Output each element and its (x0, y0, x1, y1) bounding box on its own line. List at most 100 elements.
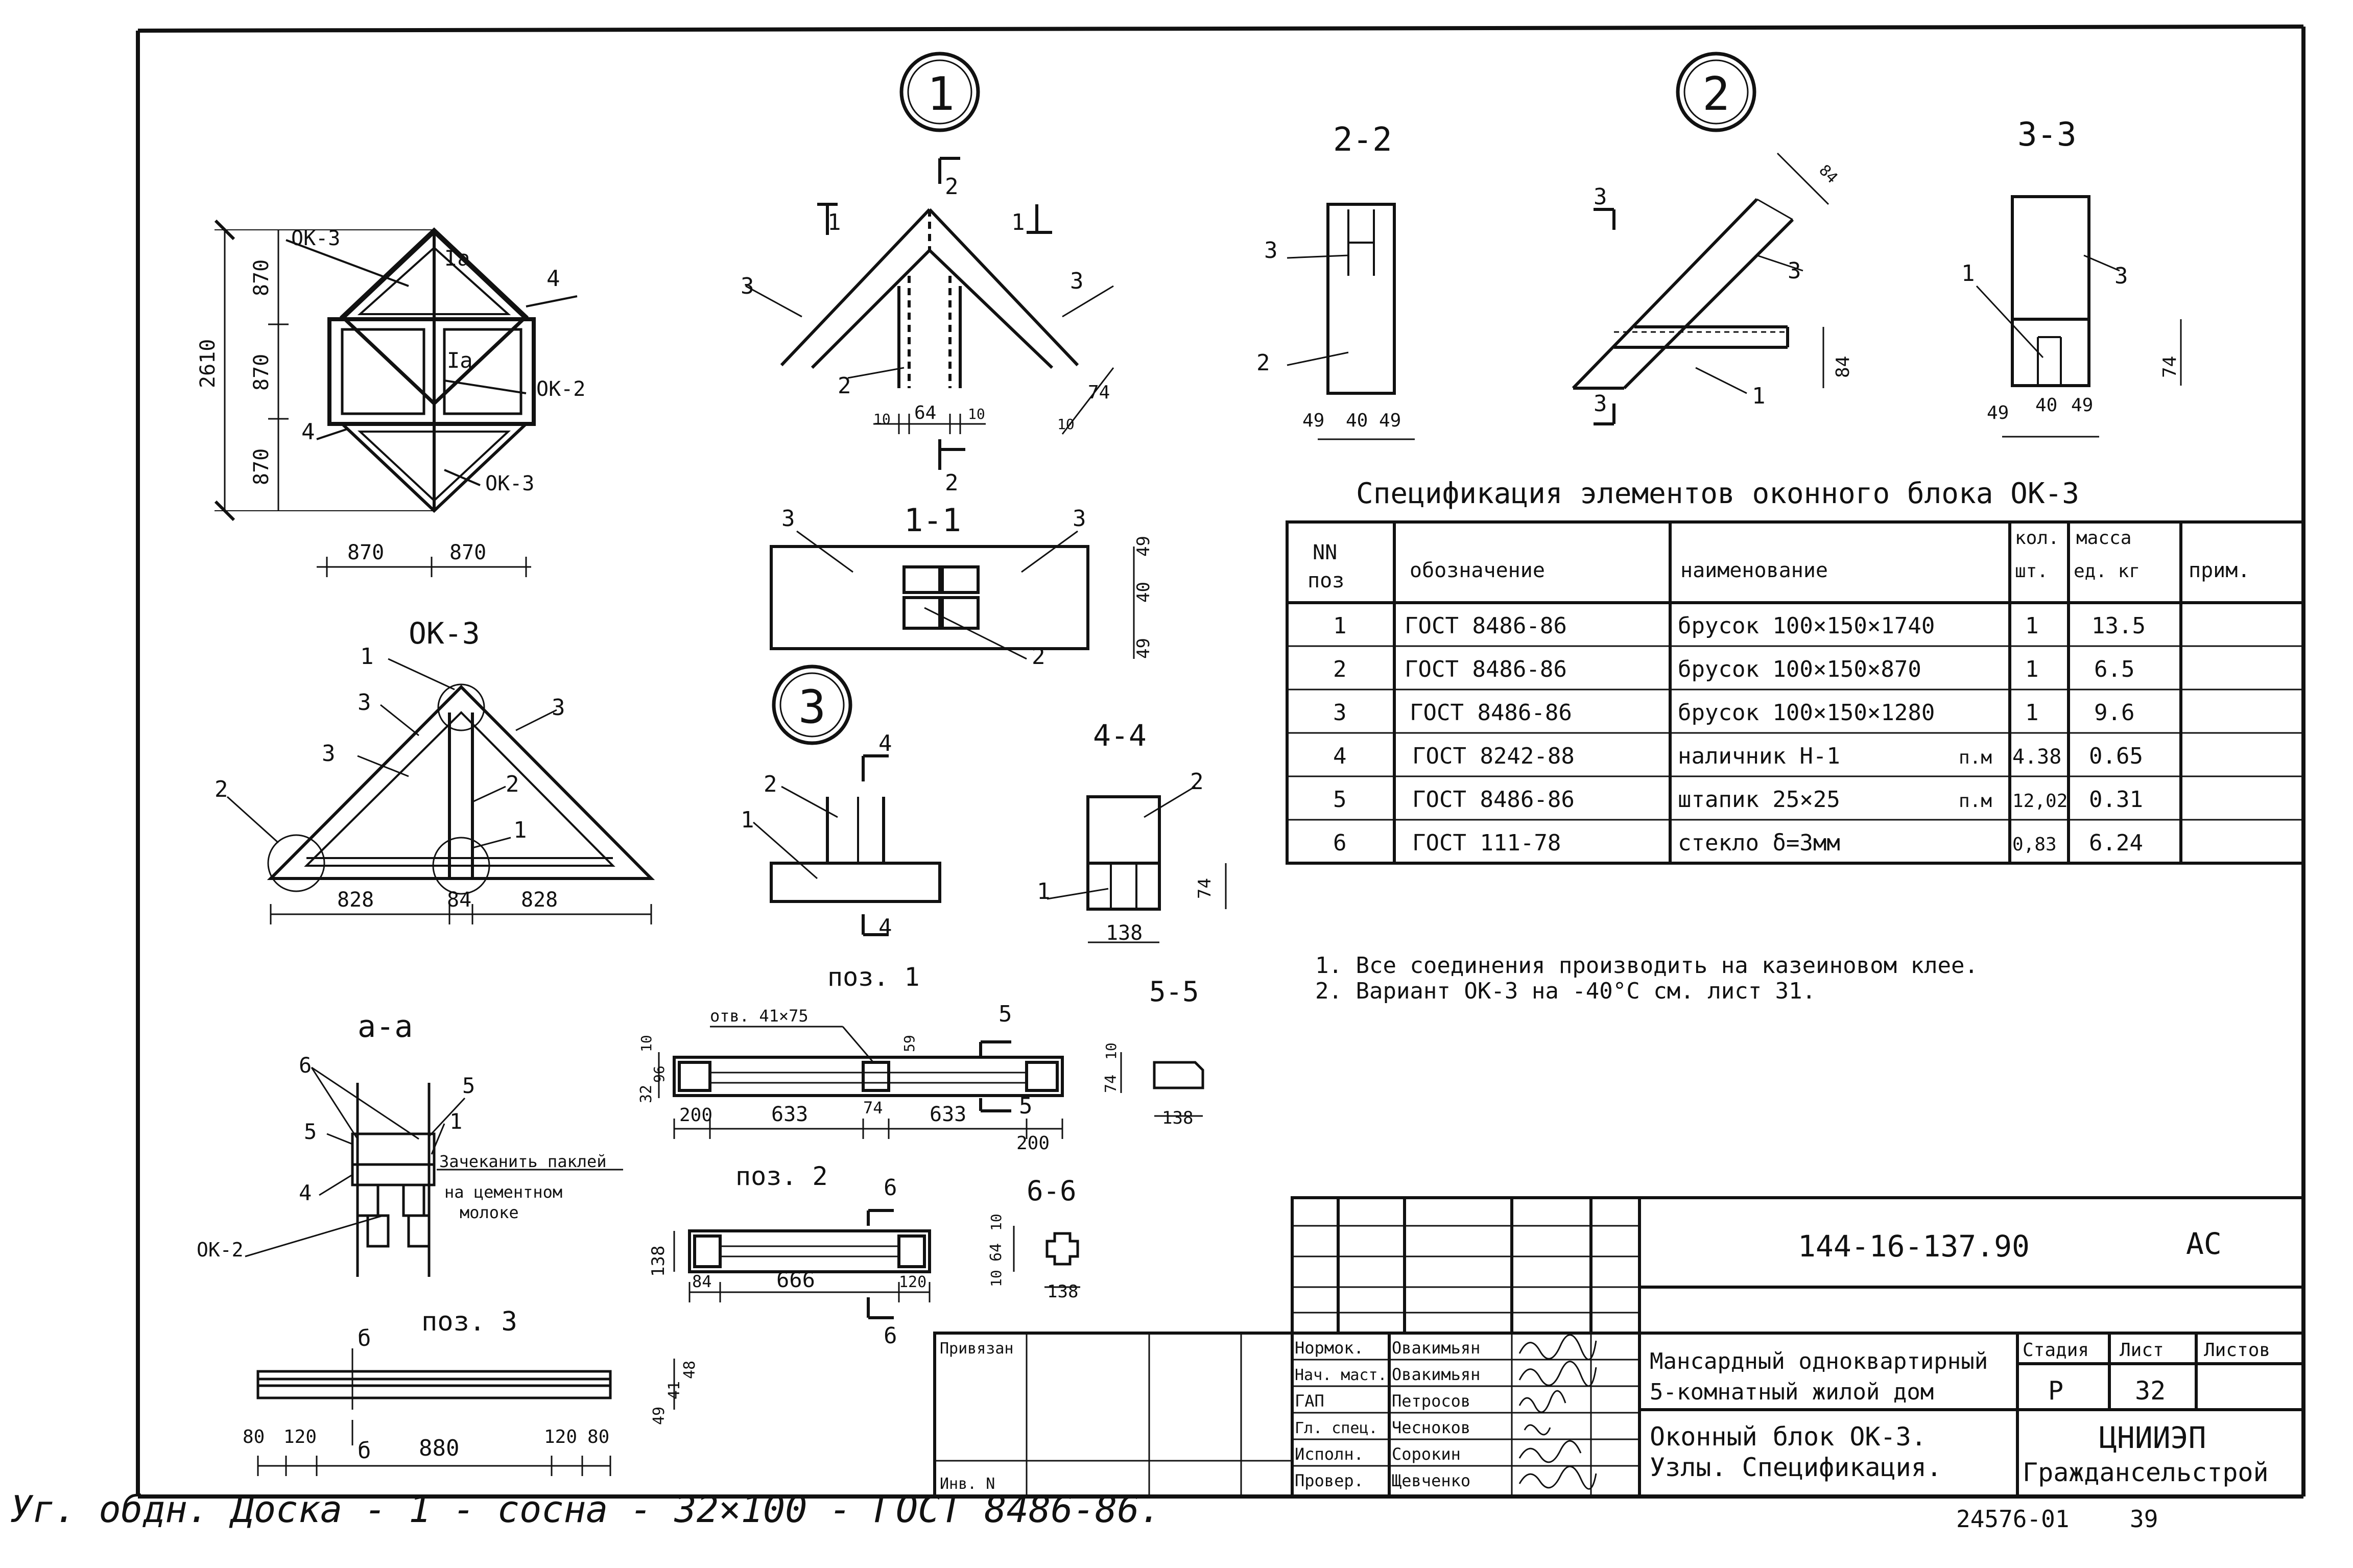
poz3-d49: 49 (650, 1407, 668, 1425)
tb-project-l1: Мансардный одноквартирный (1650, 1348, 1988, 1374)
view-55-title: 5-5 (1149, 976, 1199, 1008)
sec33-d49a: 49 (1987, 402, 2009, 423)
tb-name-1: Овакимьян (1392, 1338, 1480, 1358)
spec-r1-mass: 13.5 (2091, 613, 2146, 639)
aa-p5b: 5 (304, 1119, 317, 1144)
view-poz1-title: поз. 1 (827, 962, 920, 992)
spec-h-mass1: масса (2076, 528, 2131, 549)
tb-role-1: Нормок. (1295, 1338, 1364, 1358)
ok3-d828b: 828 (521, 888, 558, 912)
elev-ok3-top: ОК-3 (291, 227, 340, 250)
view-66-title: 6-6 (1027, 1175, 1077, 1207)
node1-cut2b: 2 (945, 470, 959, 496)
window-elevation (214, 219, 578, 577)
spec-r6-pos: 6 (1333, 830, 1347, 856)
ok3-l1: 1 (360, 644, 374, 670)
tb-name-3: Петросов (1392, 1391, 1470, 1411)
footer-page: 39 (2130, 1505, 2158, 1533)
node3-ref-number: 3 (798, 680, 826, 734)
elev-dim-h3: 870 (250, 448, 273, 485)
footer-archive: 24576-01 (1956, 1505, 2070, 1533)
sec11-section (770, 530, 1135, 660)
aa-p5a: 5 (462, 1073, 475, 1098)
tb-inv: Инв. N (940, 1475, 995, 1493)
tb-stage: Р (2048, 1376, 2063, 1406)
poz1-d633a: 633 (771, 1103, 808, 1126)
spec-r2-mass: 6.5 (2094, 656, 2134, 682)
sec44-d74: 74 (1195, 878, 1215, 899)
poz3-d48: 48 (681, 1361, 699, 1379)
poz1-cut5a: 5 (999, 1001, 1012, 1027)
node1-ref-number: 1 (927, 67, 955, 121)
sec55-d10: 10 (1103, 1042, 1120, 1060)
sec11-d49b: 49 (1133, 638, 1154, 659)
title-block-grid (933, 1196, 2303, 1498)
sec22-d49a: 49 (1302, 410, 1324, 431)
view-11-title: 1-1 (904, 502, 961, 539)
spec-r6-doc: ГОСТ 111-78 (1412, 830, 1561, 856)
poz2-d84: 84 (692, 1272, 712, 1291)
poz3-d880: 880 (419, 1435, 459, 1461)
node2-d84b: 84 (1833, 356, 1853, 378)
sec66-section (1013, 1226, 1080, 1288)
ok3-l2: 2 (506, 771, 519, 797)
sec11-d49a: 49 (1133, 536, 1154, 557)
tb-project-l2: 5-комнатный жилой дом (1650, 1379, 1934, 1405)
aa-p1: 1 (449, 1109, 462, 1134)
poz3-d41: 41 (666, 1381, 683, 1399)
node1-d64: 64 (914, 402, 936, 423)
sec33-l1: 1 (1961, 260, 1975, 287)
spec-h-name: наименование (1680, 559, 1828, 582)
tb-org-l2: Граждансельстрой (2023, 1458, 2269, 1487)
aa-note2: на цементном (444, 1182, 562, 1202)
node3-detail (753, 754, 941, 936)
tb-drawing-l2: Узлы. Спецификация. (1650, 1453, 1942, 1482)
sec66-d64: 64 (987, 1243, 1005, 1262)
poz2-plank (673, 1209, 931, 1319)
sec44-l1: 1 (1037, 878, 1051, 905)
spec-h-pos2: поз (1308, 569, 1344, 592)
spec-r3-pos: 3 (1333, 700, 1347, 726)
poz2-d666: 666 (776, 1267, 815, 1292)
tb-sheet: 32 (2135, 1376, 2166, 1406)
view-ok3-title: ОК-3 (409, 616, 480, 651)
spec-table-grid (1286, 520, 2305, 865)
spec-r2-doc: ГОСТ 8486-86 (1405, 656, 1567, 682)
sec55-d74: 74 (1102, 1075, 1120, 1093)
node1-d74: 74 (1088, 382, 1110, 403)
elev-pane-a2: Iа (447, 348, 473, 373)
view-poz2-title: поз. 2 (735, 1161, 828, 1191)
node1-l3b: 3 (1070, 268, 1084, 294)
sec44-l2: 2 (1190, 769, 1204, 795)
elev-pane-a1: Iа (444, 246, 470, 271)
poz1-cut5b: 5 (1019, 1093, 1033, 1119)
sec66-d138: 138 (1047, 1281, 1078, 1302)
node1-cut1b: 1 (1011, 209, 1025, 235)
sec33-d49b: 49 (2071, 395, 2093, 416)
spec-title: Спецификация элементов оконного блока ОК… (1356, 477, 2079, 510)
sec22-l2: 2 (1256, 350, 1270, 376)
poz1-d200b: 200 (1016, 1133, 1050, 1154)
node1-l2: 2 (838, 373, 851, 399)
spec-h-designation: обозначение (1410, 559, 1545, 582)
note-2: 2. Вариант ОК-3 на -40°С см. лист 31. (1315, 978, 1816, 1004)
poz3-d120a: 120 (283, 1427, 317, 1447)
poz1-d32: 32 (637, 1085, 655, 1103)
elev-pos4b: 4 (301, 419, 315, 445)
spec-r4-unit: п.м (1959, 747, 1992, 768)
node2-l3: 3 (1788, 258, 1801, 284)
node1-ref-circle (899, 52, 980, 132)
signature-scribbles (1518, 1334, 1597, 1490)
sec22-section (1287, 203, 1415, 440)
spec-r5-name: штапик 25×25 (1678, 787, 1840, 813)
handwritten-note: Уг. обдн. Доска - 1 - сосна - 32×100 - Г… (10, 1488, 1161, 1531)
spec-r4-name: наличник Н-1 (1678, 743, 1840, 769)
sec66-d10b: 10 (988, 1270, 1005, 1287)
tb-stage-label: Стадия (2023, 1340, 2089, 1361)
sec44-section (1047, 786, 1227, 943)
elev-ok2: ОК-2 (536, 377, 585, 401)
elev-dim-total: 2610 (196, 339, 220, 388)
tb-mark: АС (2186, 1226, 2222, 1261)
aa-section (245, 1066, 623, 1277)
spec-h-note: прим. (2189, 559, 2250, 582)
